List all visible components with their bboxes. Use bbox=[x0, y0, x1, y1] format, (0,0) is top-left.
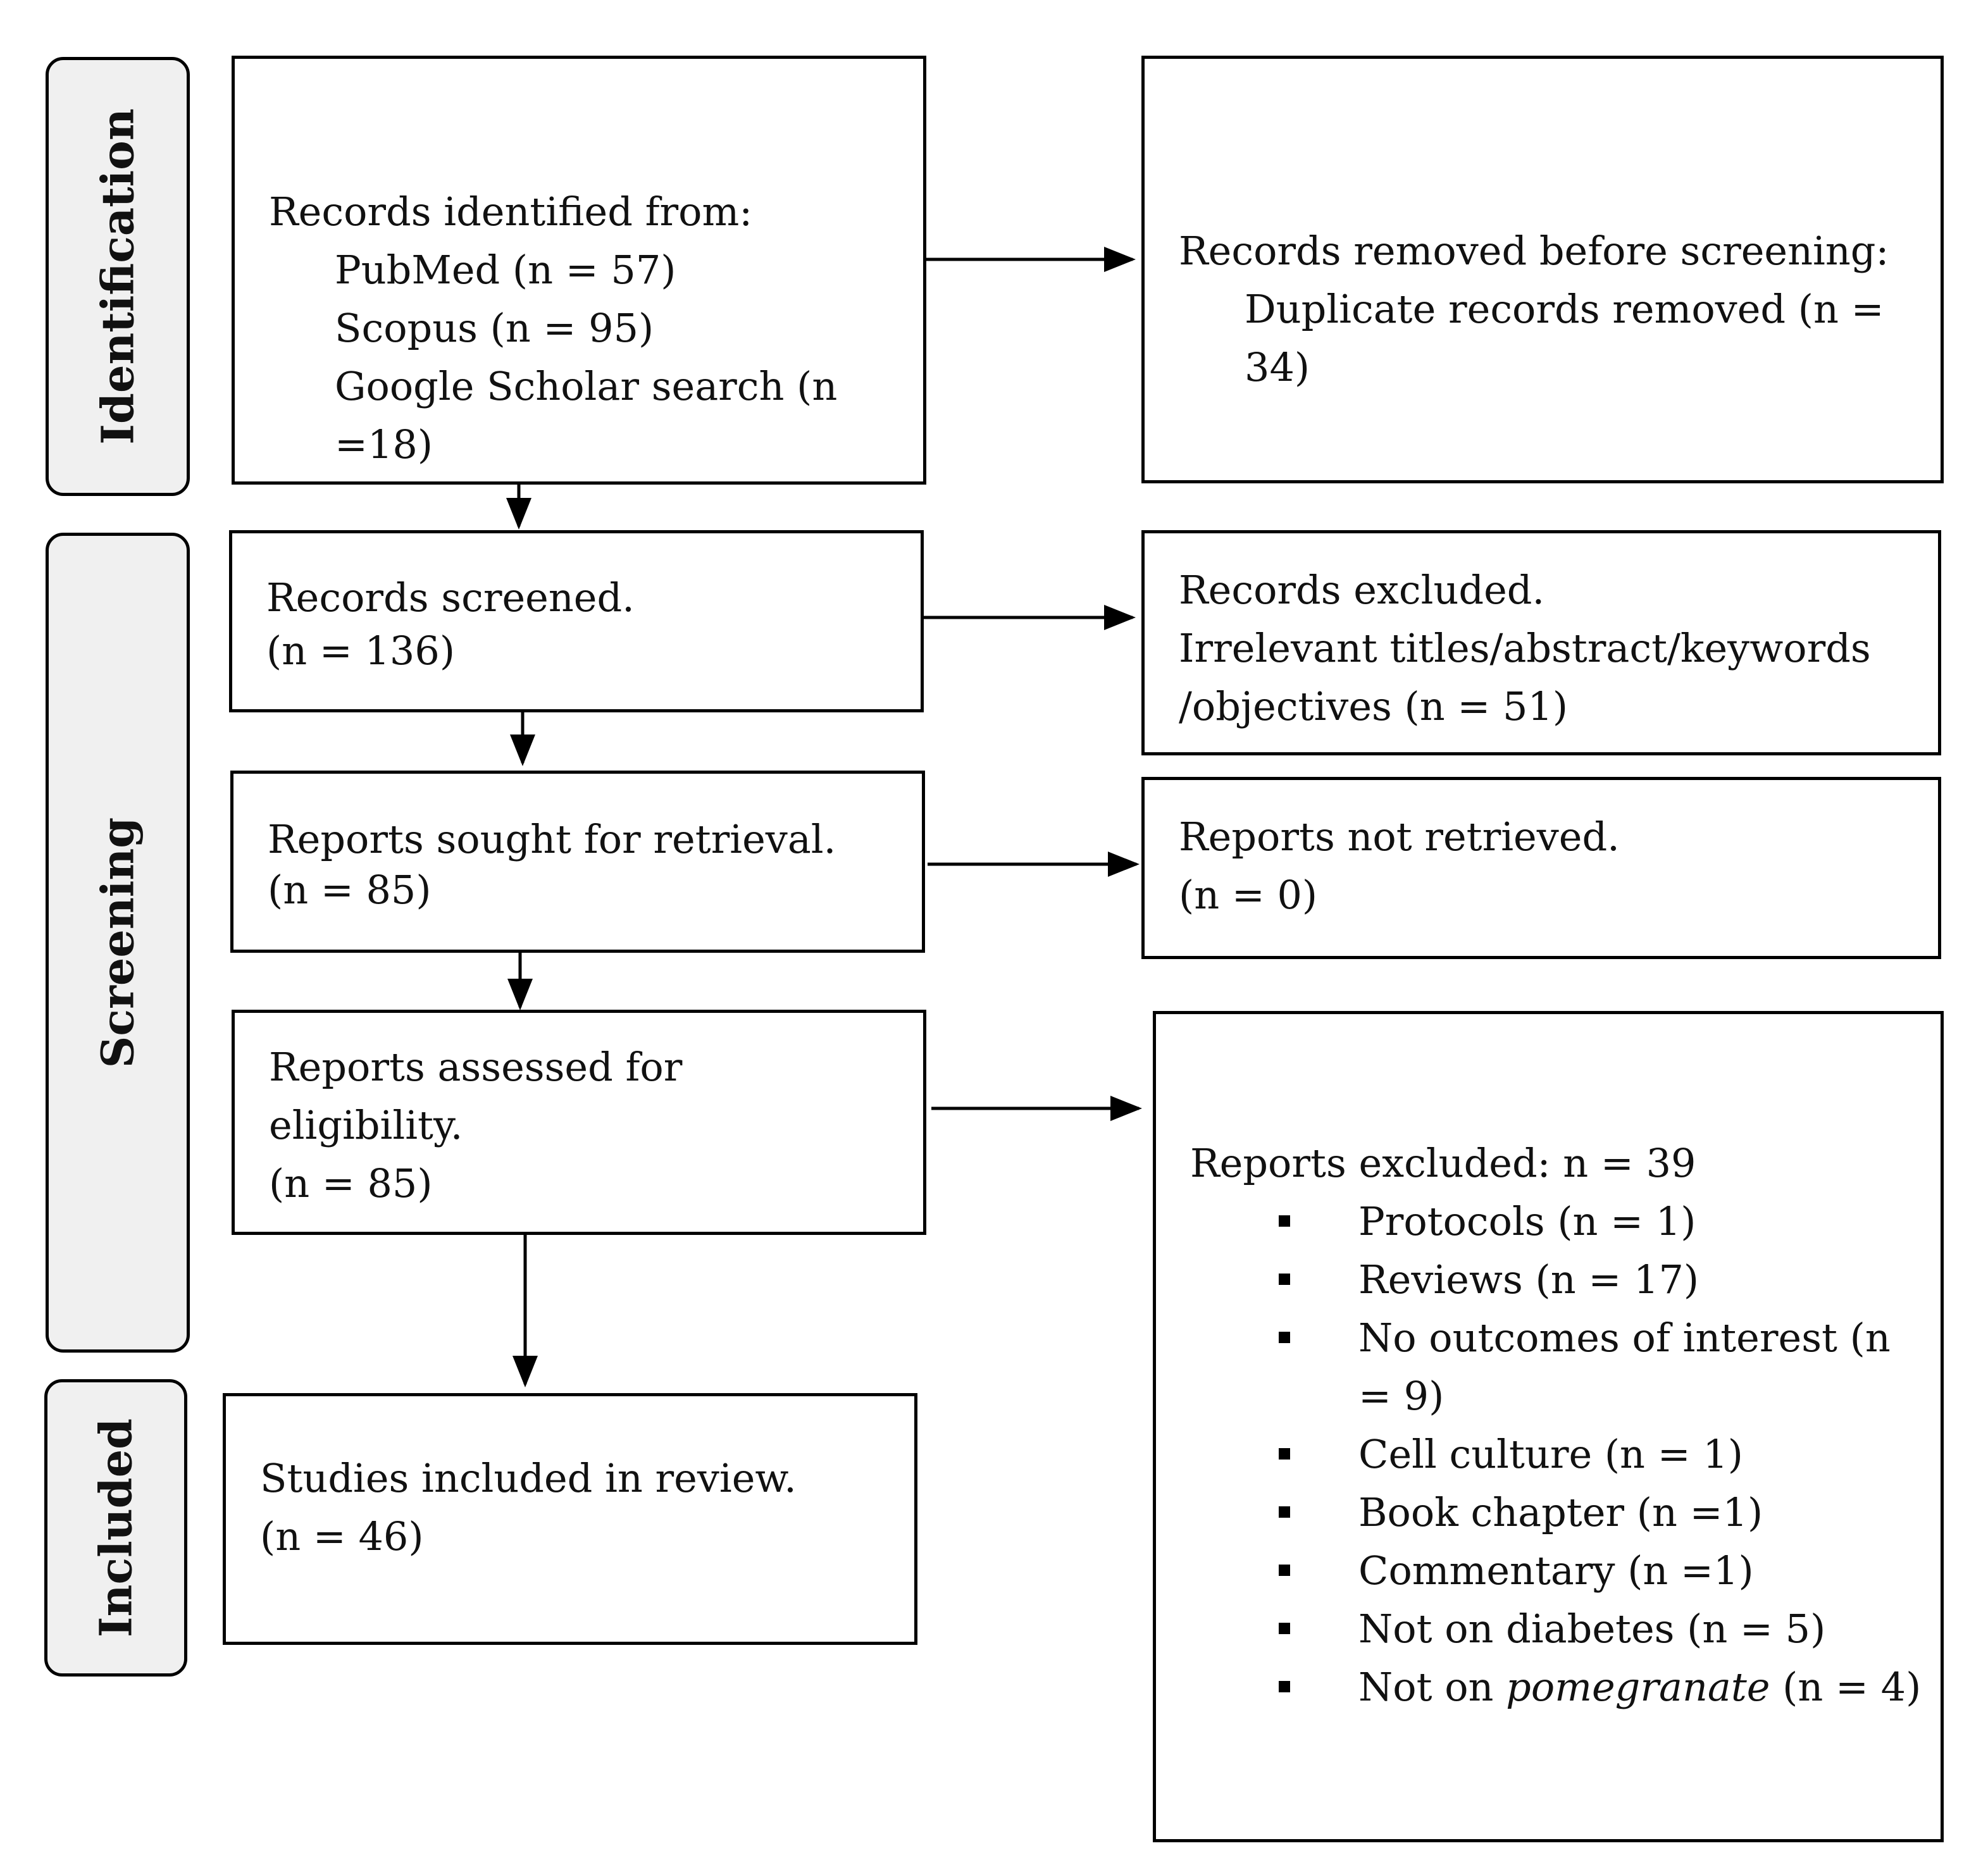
reports-not-retrieved-label: Reports not retrieved. bbox=[1179, 814, 1620, 860]
exclusion-reason-text: Not on diabetes (n = 5) bbox=[1358, 1606, 1826, 1652]
stage-included: Included bbox=[44, 1379, 187, 1677]
bullet-icon bbox=[1279, 1565, 1290, 1576]
reports-not-retrieved-count: (n = 0) bbox=[1179, 872, 1318, 918]
reports-not-retrieved-box: Reports not retrieved. (n = 0) bbox=[1141, 777, 1941, 959]
exclusion-reason-item: Not on pomegranate (n = 4) bbox=[1190, 1658, 1941, 1716]
records-screened-count: (n = 136) bbox=[266, 628, 456, 674]
exclusion-reason-text: Commentary (n =1) bbox=[1358, 1547, 1754, 1594]
reports-sought-label: Reports sought for retrieval. bbox=[268, 816, 836, 862]
exclusion-reason-italic: pomegranate bbox=[1506, 1664, 1770, 1710]
bullet-icon bbox=[1279, 1681, 1290, 1692]
source-scopus: Scopus (n = 95) bbox=[335, 305, 654, 351]
exclusion-reason-item: No outcomes of interest (n = 9) bbox=[1190, 1309, 1941, 1425]
duplicates-removed: Duplicate records removed (n = bbox=[1245, 286, 1884, 332]
exclusion-reason-text: Cell culture (n = 1) bbox=[1358, 1431, 1743, 1477]
exclusion-reasons-list: Protocols (n = 1) Reviews (n = 17) No ou… bbox=[1190, 1193, 1941, 1716]
records-removed-box: Records removed before screening: Duplic… bbox=[1141, 56, 1944, 483]
reports-sought-count: (n = 85) bbox=[268, 867, 432, 913]
bullet-icon bbox=[1279, 1274, 1290, 1285]
records-identified-box: Records identified from: PubMed (n = 57)… bbox=[232, 56, 926, 485]
source-google-scholar-count: =18) bbox=[335, 421, 433, 468]
stage-screening: Screening bbox=[46, 533, 190, 1353]
exclusion-reason-text: Book chapter (n =1) bbox=[1358, 1489, 1763, 1535]
reports-excluded-box: Reports excluded: n = 39 Protocols (n = … bbox=[1153, 1011, 1944, 1842]
records-identified-heading: Records identified from: bbox=[269, 189, 753, 235]
records-excluded-heading: Records excluded. bbox=[1179, 567, 1545, 613]
records-screened-label: Records screened. bbox=[266, 574, 635, 621]
reports-assessed-label-cont: eligibility. bbox=[269, 1102, 463, 1148]
reports-assessed-label: Reports assessed for bbox=[269, 1044, 683, 1090]
reports-excluded-heading: Reports excluded: n = 39 bbox=[1190, 1140, 1696, 1186]
exclusion-reason-text-cont: = 9) bbox=[1358, 1373, 1444, 1419]
records-screened-box: Records screened. (n = 136) bbox=[229, 530, 924, 712]
records-removed-heading: Records removed before screening: bbox=[1179, 228, 1889, 274]
source-google-scholar: Google Scholar search (n bbox=[335, 363, 838, 409]
exclusion-reason-item: Book chapter (n =1) bbox=[1190, 1484, 1941, 1542]
studies-included-label: Studies included in review. bbox=[260, 1455, 797, 1501]
reports-assessed-box: Reports assessed for eligibility. (n = 8… bbox=[232, 1010, 926, 1235]
studies-included-box: Studies included in review. (n = 46) bbox=[223, 1393, 917, 1645]
studies-included-count: (n = 46) bbox=[260, 1513, 424, 1559]
stage-identification: Identification bbox=[46, 57, 190, 496]
bullet-icon bbox=[1279, 1215, 1290, 1227]
records-excluded-box: Records excluded. Irrelevant titles/abst… bbox=[1141, 530, 1941, 755]
records-excluded-count: /objectives (n = 51) bbox=[1179, 683, 1569, 729]
bullet-icon bbox=[1279, 1448, 1290, 1460]
exclusion-reason-item: Commentary (n =1) bbox=[1190, 1542, 1941, 1600]
exclusion-reason-item: Protocols (n = 1) bbox=[1190, 1193, 1941, 1251]
reports-sought-box: Reports sought for retrieval. (n = 85) bbox=[230, 771, 925, 953]
exclusion-reason-count: (n = 4) bbox=[1770, 1664, 1922, 1710]
exclusion-reason-text: Not on bbox=[1358, 1664, 1507, 1710]
exclusion-reason-text: Reviews (n = 17) bbox=[1358, 1256, 1699, 1303]
exclusion-reason-text: Protocols (n = 1) bbox=[1358, 1198, 1696, 1244]
bullet-icon bbox=[1279, 1506, 1290, 1518]
reports-assessed-count: (n = 85) bbox=[269, 1160, 433, 1206]
records-excluded-reason: Irrelevant titles/abstract/keywords bbox=[1179, 625, 1871, 671]
source-pubmed: PubMed (n = 57) bbox=[335, 247, 676, 293]
exclusion-reason-item: Cell culture (n = 1) bbox=[1190, 1425, 1941, 1484]
duplicates-removed-count: 34) bbox=[1245, 344, 1310, 390]
exclusion-reason-item: Reviews (n = 17) bbox=[1190, 1251, 1941, 1309]
bullet-icon bbox=[1279, 1332, 1290, 1343]
exclusion-reason-item: Not on diabetes (n = 5) bbox=[1190, 1600, 1941, 1658]
exclusion-reason-text: No outcomes of interest (n bbox=[1358, 1315, 1891, 1361]
bullet-icon bbox=[1279, 1623, 1290, 1634]
